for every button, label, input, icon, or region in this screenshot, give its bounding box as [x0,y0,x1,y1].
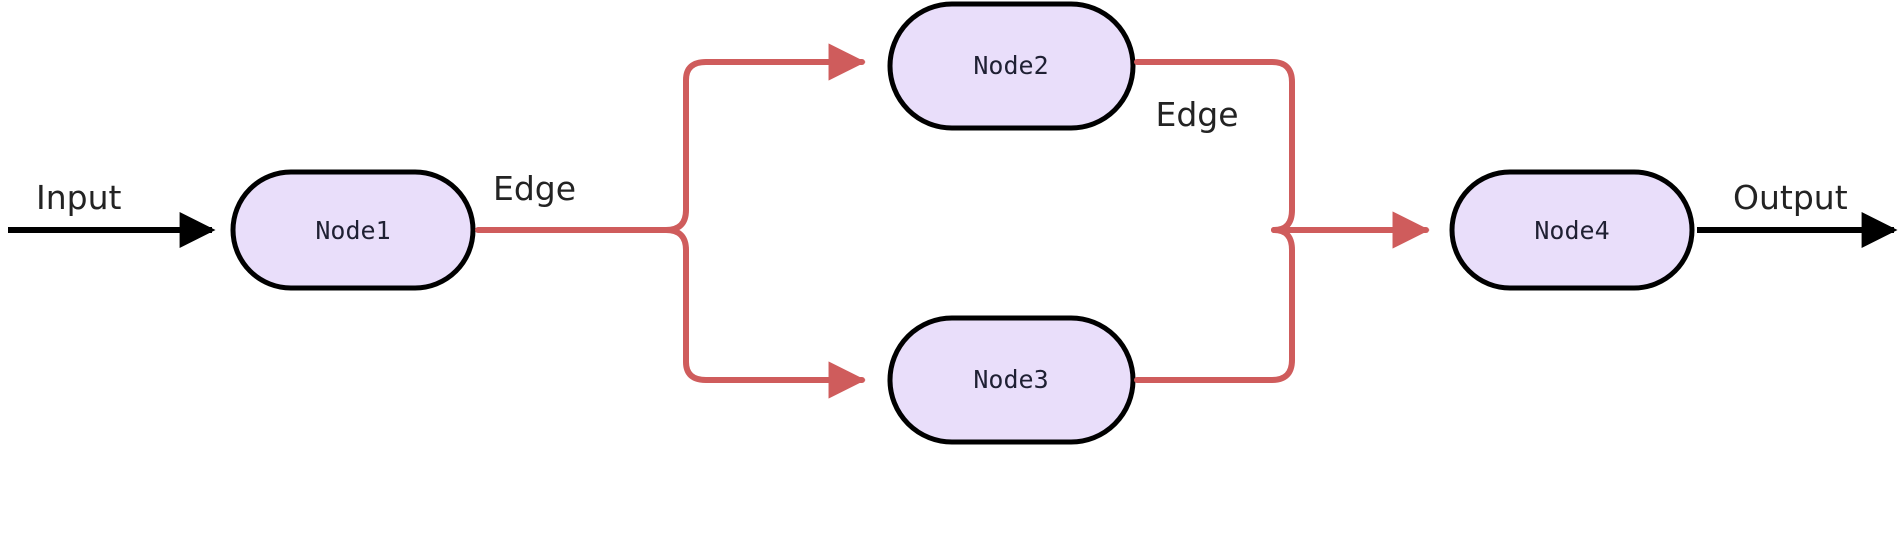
edge-label-left: Edge [493,169,576,208]
node-node3[interactable]: Node3 [887,315,1136,445]
node1-label: Node1 [315,216,390,245]
node-node2[interactable]: Node2 [887,1,1136,131]
node2-label: Node2 [973,51,1048,80]
node3-shape[interactable] [887,315,1136,445]
node1-shape[interactable] [230,169,476,291]
node-node1[interactable]: Node1 [230,169,476,291]
output-label: Output [1733,178,1848,217]
edge-node2-to-node4[interactable] [1134,59,1295,233]
output-connector: Output [1697,178,1898,248]
edge-node3-to-node4[interactable] [1134,227,1295,383]
node4-shape[interactable] [1449,169,1695,291]
input-connector: Input [8,178,216,248]
node-node4[interactable]: Node4 [1449,169,1695,291]
edge-node1-to-node3[interactable] [663,227,866,399]
edge-label-right: Edge [1155,95,1238,134]
node3-label: Node3 [973,365,1048,394]
edge-branches-to-node4[interactable]: Edge [1134,59,1430,383]
node4-label: Node4 [1534,216,1609,245]
node2-shape[interactable] [887,1,1136,131]
edge-node1-to-branches[interactable]: Edge [475,43,866,399]
input-label: Input [36,178,122,217]
edge-node1-to-node2[interactable] [663,43,866,233]
